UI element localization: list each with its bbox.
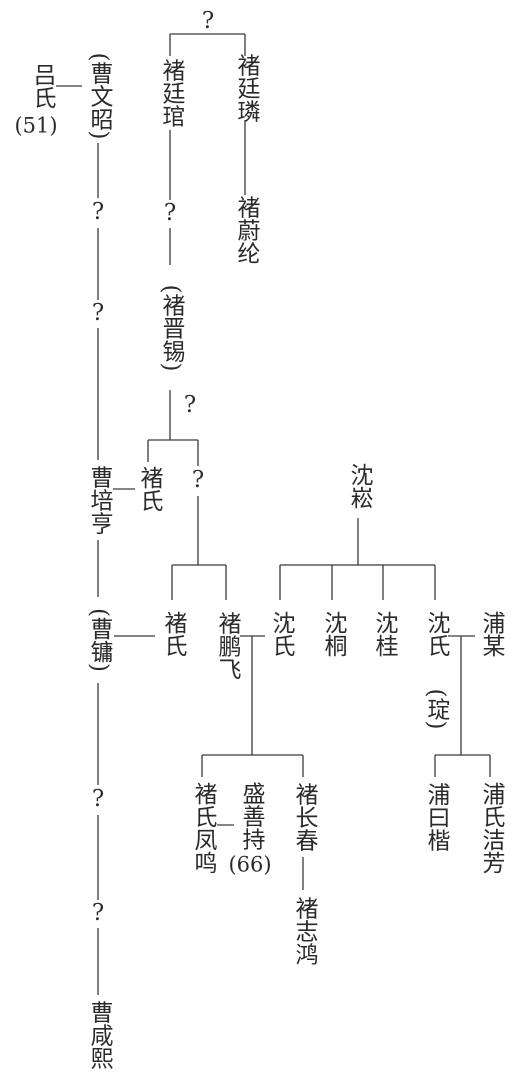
person-chu-shi-b: 褚氏 <box>160 611 188 657</box>
person-lv-shi: 吕氏 (51) <box>14 63 57 138</box>
connector-lines <box>56 33 491 995</box>
person-chu-tingguan: 褚廷琯 <box>158 59 186 128</box>
person-cao-yong: (曹镛) <box>86 608 114 672</box>
person-name: 沈氏 <box>423 611 451 657</box>
person-pu-yuekai: 浦曰楷 <box>423 783 451 852</box>
unknown-spouse-mark: ? <box>184 392 196 418</box>
unknown-generation-mark: ? <box>92 786 104 812</box>
person-pu-mou: 浦某 <box>478 611 506 657</box>
person-pu-shi-jiefang: 浦氏洁芳 <box>478 782 506 874</box>
person-names: 吕氏 (51) (曹文昭) 褚廷琯 褚廷璘 褚蔚纶 (褚晋锡) 曹培亨 褚氏 沈… <box>14 53 505 1070</box>
person-chu-pengfei: 褚鹏飞 <box>214 612 242 681</box>
person-given-name: (琔) <box>423 689 451 730</box>
person-chu-shi-a: 褚氏 <box>136 466 164 512</box>
person-age: (51) <box>14 114 57 138</box>
person-shen-tong: 沈桐 <box>320 611 348 657</box>
person-cao-xianxi: 曹咸熙 <box>86 1001 114 1070</box>
person-shen-shi-a: 沈氏 <box>268 611 296 657</box>
unknown-generation-mark: ? <box>92 300 104 326</box>
person-chu-shi-fengming: 褚氏凤鸣 <box>190 782 218 874</box>
unknown-generation-mark: ? <box>164 200 176 226</box>
unknown-markers: ? ? ? ? ? ? ? ? <box>92 8 214 926</box>
person-chu-zhihong: 褚志鸿 <box>291 897 319 966</box>
person-cao-wenzhao: (曹文昭) <box>86 53 114 140</box>
person-name: 盛善持 <box>238 782 266 851</box>
person-shen-shi-b: 沈氏 (琔) <box>423 611 451 729</box>
person-chu-jinxi: (褚晋锡) <box>158 285 186 372</box>
person-chu-weilun: 褚蔚纶 <box>233 196 261 265</box>
unknown-generation-mark: ? <box>192 467 204 493</box>
unknown-generation-mark: ? <box>92 900 104 926</box>
person-shen-song: 沈崧 <box>346 463 374 509</box>
person-age: (66) <box>228 853 271 877</box>
person-chu-changchun: 褚长春 <box>291 783 319 852</box>
person-shen-gui: 沈桂 <box>371 611 399 657</box>
person-chu-tinglin: 褚廷璘 <box>233 54 261 123</box>
unknown-ancestor-mark: ? <box>202 8 214 34</box>
unknown-generation-mark: ? <box>92 199 104 225</box>
person-sheng-shanchi: 盛善持 (66) <box>228 782 271 877</box>
person-cao-peiheng: 曹培亨 <box>86 466 114 535</box>
person-name: 吕氏 <box>29 63 55 109</box>
